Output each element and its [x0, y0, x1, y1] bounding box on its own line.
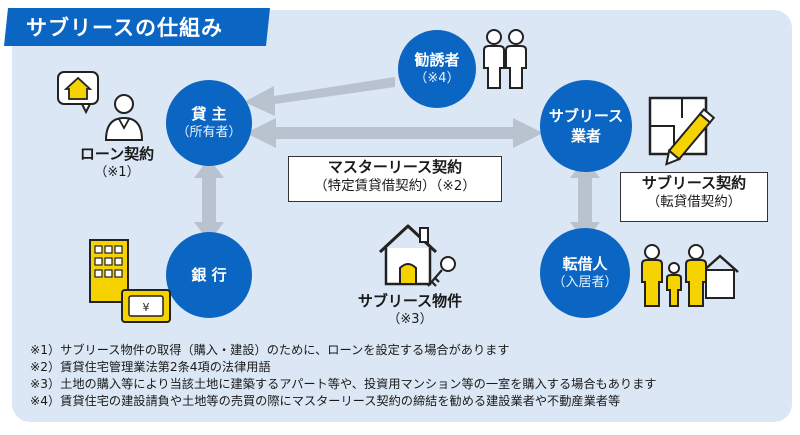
house-key-icon: [378, 224, 456, 287]
owner-node: 貸 主 （所有者）: [166, 80, 252, 166]
sublease-company-node: サブリース 業者: [540, 80, 632, 172]
loan-contract-note: （※1）: [94, 165, 140, 180]
solicitor-sublabel: （※4）: [414, 71, 460, 86]
sublease-contract-sub: （転貸借契約）: [646, 194, 742, 210]
footnote-3: ※3）土地の購入等により当該土地に建築するアパート等や、投資用マンション等の一室…: [30, 377, 657, 391]
person-icon: [104, 94, 144, 141]
arrow-sublease-tenant: [570, 158, 600, 242]
footnote-2: ※2）賃貸住宅管理業法第2条4項の法律用語: [30, 360, 271, 374]
bank-label: 銀 行: [191, 266, 227, 284]
building-icon: [89, 239, 129, 303]
owner-sublabel: （所有者）: [176, 125, 242, 140]
sublease-company-label-2: 業者: [570, 127, 601, 145]
card-icon: ¥: [121, 289, 171, 323]
house-alert-icon: [57, 71, 99, 115]
couple-icon: [483, 29, 527, 89]
tenant-node: 転借人 （入居者）: [540, 228, 630, 318]
arrow-owner-bank: [194, 158, 224, 242]
solicitor-node: 勧誘者 （※4）: [398, 30, 476, 108]
footnote-1: ※1）サブリース物件の取得（購入・建設）のために、ローンを設定する場合があります: [30, 343, 510, 357]
svg-text:¥: ¥: [143, 301, 150, 314]
footnote-4: ※4）賃貸住宅の建設請負や土地等の売買の際にマスターリース契約の締結を勧める建設…: [30, 394, 621, 408]
master-lease-sub: （特定賃貸借契約）（※2）: [314, 178, 476, 194]
family-house-icon: [641, 244, 739, 307]
master-lease-main: マスターリース契約: [327, 158, 463, 176]
diagram-title: サブリースの仕組み: [26, 16, 223, 40]
solicitor-label: 勧誘者: [414, 51, 460, 69]
loan-contract-main: ローン契約: [79, 145, 155, 163]
loan-contract-label: ローン契約 （※1）: [62, 145, 172, 181]
sublease-contract-main: サブリース契約: [641, 174, 747, 192]
blueprint-pencil-icon: [648, 96, 716, 166]
sublease-property-label: サブリース物件 （※3）: [340, 292, 480, 328]
arrow-solicitor-to-owner: [244, 77, 395, 116]
master-lease-box: マスターリース契約 （特定賃貸借契約）（※2）: [288, 156, 502, 202]
arrow-owner-sublease: [246, 118, 543, 148]
tenant-label: 転借人: [562, 255, 608, 273]
sublease-contract-box: サブリース契約 （転貸借契約）: [620, 172, 768, 222]
tenant-sublabel: （入居者）: [552, 275, 618, 290]
footnotes: ※1）サブリース物件の取得（購入・建設）のために、ローンを設定する場合があります…: [30, 342, 790, 410]
sublease-company-label: サブリース: [548, 107, 624, 125]
owner-label: 貸 主: [191, 105, 227, 123]
bank-node: 銀 行: [166, 232, 252, 318]
sublease-property-note: （※3）: [387, 312, 433, 327]
sublease-property-main: サブリース物件: [357, 292, 463, 310]
